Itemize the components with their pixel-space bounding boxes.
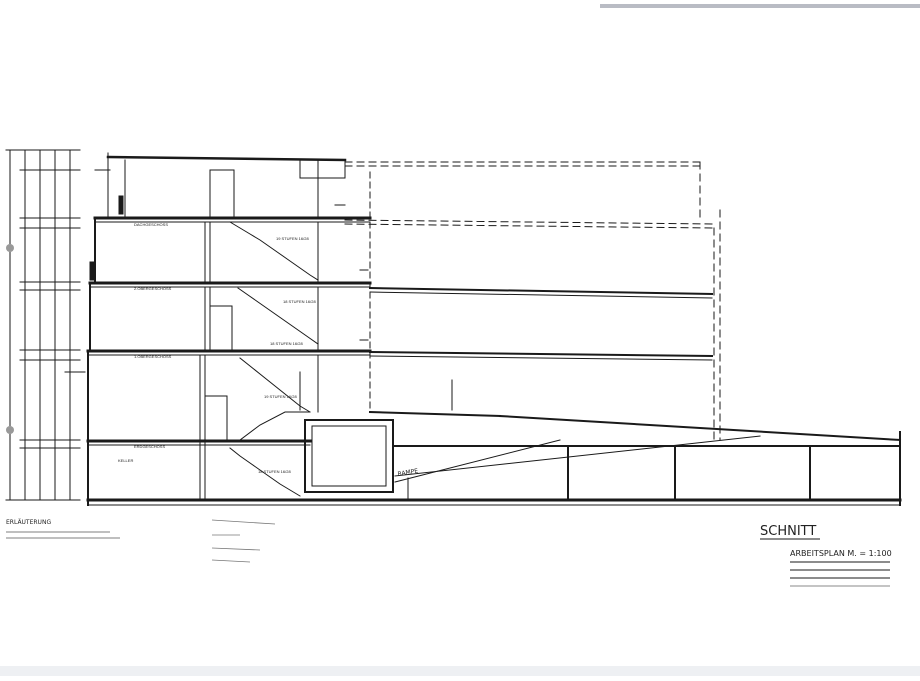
bottom-strip — [0, 666, 920, 676]
stair-label: 18 STUFEN 16/28 — [283, 299, 316, 304]
stair-label: 18 STUFEN 16/28 — [270, 341, 303, 346]
plan-label: ARBEITSPLAN M. = 1:100 — [790, 549, 892, 558]
ramp-extension — [368, 410, 902, 506]
floor-label-dachgeschoss: DACHGESCHOSS — [134, 222, 168, 227]
floor-labels: DACHGESCHOSS 2.OBERGESCHOSS 1.OBERGESCHOSS… — [118, 222, 172, 463]
section-title: SCHNITT — [760, 524, 816, 539]
stamp-area — [211, 519, 276, 563]
window-progress-bar — [600, 4, 920, 8]
upper-floor-slabs — [368, 171, 714, 413]
legend-title: ERLÄUTERUNG — [6, 519, 51, 526]
stair-labels: 19 STUFEN 16/28 18 STUFEN 16/28 18 STUFEN … — [258, 236, 316, 474]
ramp-label: RAMPE — [397, 467, 419, 478]
level-markers — [64, 204, 453, 499]
legend-block: ERLÄUTERUNG — [6, 519, 120, 539]
floor-label-keller: KELLER — [118, 458, 133, 463]
building-section — [86, 152, 902, 506]
floor-label-erdgeschoss: ERDGESCHOSS — [134, 444, 165, 449]
floor-label-ober_geschoss_2: 2.OBERGESCHOSS — [134, 286, 172, 291]
marker-dot — [6, 244, 14, 252]
projected-outline — [344, 161, 721, 441]
height-dimension-chain — [5, 149, 81, 501]
stair-label: 19 STUFEN 16/28 — [276, 236, 309, 241]
marker-dot — [6, 426, 14, 434]
stair-label: 18 STUFEN 16/28 — [258, 469, 291, 474]
title-block: ARBEITSPLAN M. = 1:100 — [790, 549, 892, 587]
stair-label: 19 STUFEN 16/28 — [264, 394, 297, 399]
floor-label-ober_geschoss_1: 1.OBERGESCHOSS — [134, 354, 172, 359]
